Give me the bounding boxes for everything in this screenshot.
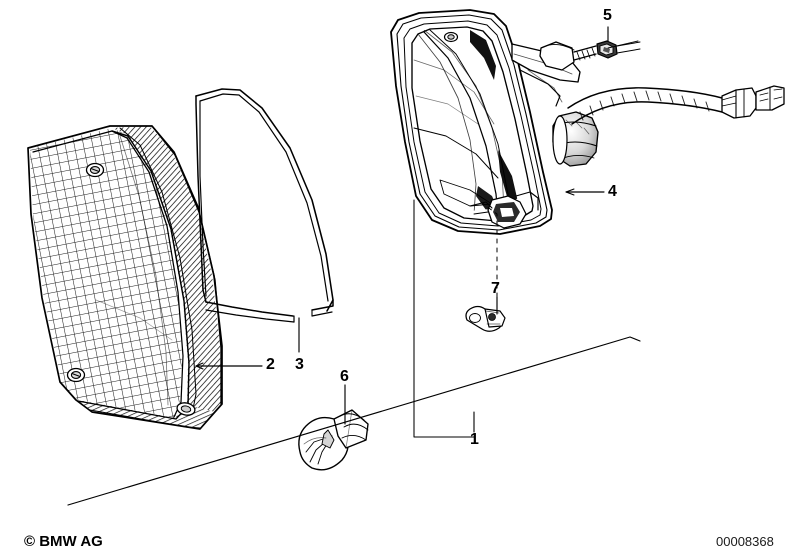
connector-plug — [721, 85, 785, 119]
leader-lines — [67, 26, 641, 506]
part-bulb-small — [465, 305, 506, 332]
callout-6: 6 — [340, 368, 349, 385]
callout-1: 1 — [470, 431, 479, 448]
lens-screw-top — [85, 162, 105, 178]
callout-2: 2 — [266, 356, 275, 373]
copyright-notice: © BMW AG — [24, 533, 103, 550]
part-gasket — [195, 88, 334, 323]
callout-5: 5 — [603, 7, 612, 24]
lens-screw-corner — [176, 402, 196, 416]
callout-4: 4 — [608, 183, 617, 200]
part-bulb-large — [298, 409, 369, 471]
hex-nut — [596, 40, 618, 59]
callout-7: 7 — [491, 280, 500, 297]
bulb-socket — [552, 111, 599, 167]
diagram-part-number: 00008368 — [716, 534, 774, 549]
lens-screw-bottom — [66, 367, 86, 383]
part-housing — [390, 9, 599, 235]
housing-screw — [443, 31, 459, 43]
cable-harness — [567, 85, 785, 125]
part-stud-and-nut — [539, 40, 641, 71]
callout-3: 3 — [295, 356, 304, 373]
socket-clip — [469, 191, 539, 229]
